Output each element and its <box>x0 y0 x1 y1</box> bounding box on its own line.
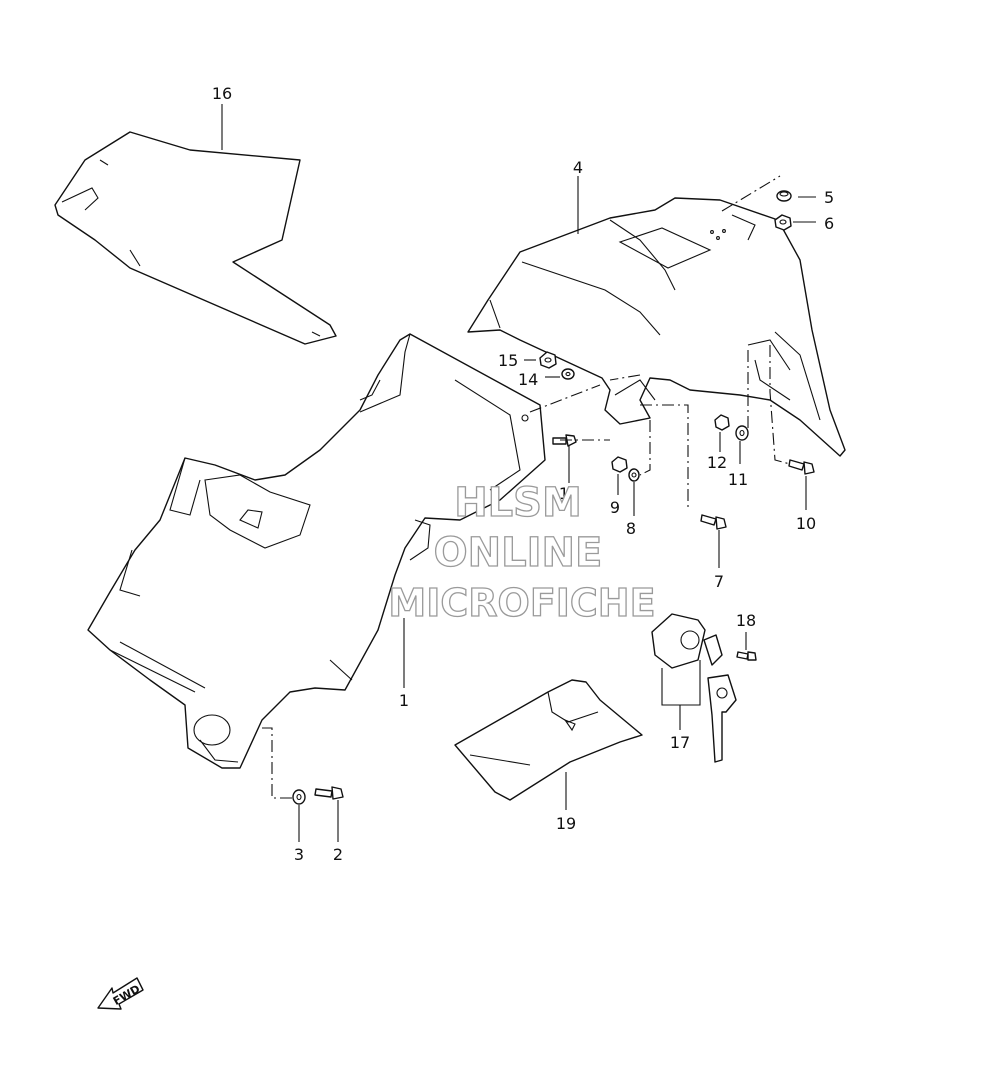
callout-19: 19 <box>556 814 576 833</box>
part-4-tail-cover <box>467 197 846 457</box>
part-19-tool-bag <box>454 679 643 801</box>
callout-labels: 16 4 5 6 15 14 13 9 8 12 11 10 7 1 18 17… <box>212 84 834 864</box>
callout-4: 4 <box>573 158 583 177</box>
callout-8: 8 <box>626 519 636 538</box>
part-7-bolt <box>700 514 727 530</box>
watermark-line-3: MICROFICHE <box>388 581 655 625</box>
part-10-bolt <box>788 459 815 475</box>
callout-1: 1 <box>399 691 409 710</box>
part-9-nut <box>611 456 628 473</box>
callout-13: 13 <box>559 484 579 503</box>
callout-14: 14 <box>518 370 538 389</box>
part-12-nut <box>714 414 730 431</box>
part-2-bolt <box>314 786 344 800</box>
part-15-nut <box>539 351 557 369</box>
callout-17: 17 <box>670 733 690 752</box>
callout-16: 16 <box>212 84 232 103</box>
assembly-center-lines <box>262 175 791 799</box>
leader-lines <box>221 104 816 842</box>
part-6-nut <box>774 214 792 231</box>
callout-11: 11 <box>728 470 748 489</box>
part-18-screw <box>736 651 757 661</box>
callout-9: 9 <box>610 498 620 517</box>
watermark-line-2: ONLINE <box>434 530 603 576</box>
callout-2: 2 <box>333 845 343 864</box>
part-5-nut <box>776 190 792 202</box>
part-17-seat-lock <box>651 613 737 763</box>
part-8-washer <box>628 468 640 482</box>
callout-18: 18 <box>736 611 756 630</box>
watermark-line-1: HLSM <box>454 480 582 526</box>
callout-10: 10 <box>796 514 816 533</box>
forward-direction-arrow: FWD <box>97 977 144 1010</box>
callout-12: 12 <box>707 453 727 472</box>
part-16-plate <box>54 131 337 345</box>
watermark: HLSM ONLINE MICROFICHE <box>388 479 656 625</box>
fasteners <box>292 190 815 805</box>
part-1-rear-fender <box>87 333 546 769</box>
part-14-washer <box>561 368 575 380</box>
callout-6: 6 <box>824 214 834 233</box>
part-3-nut <box>292 789 306 805</box>
callout-5: 5 <box>824 188 834 207</box>
callout-7: 7 <box>714 572 724 591</box>
callout-15: 15 <box>498 351 518 370</box>
callout-3: 3 <box>294 845 304 864</box>
part-11-washer <box>735 425 749 441</box>
